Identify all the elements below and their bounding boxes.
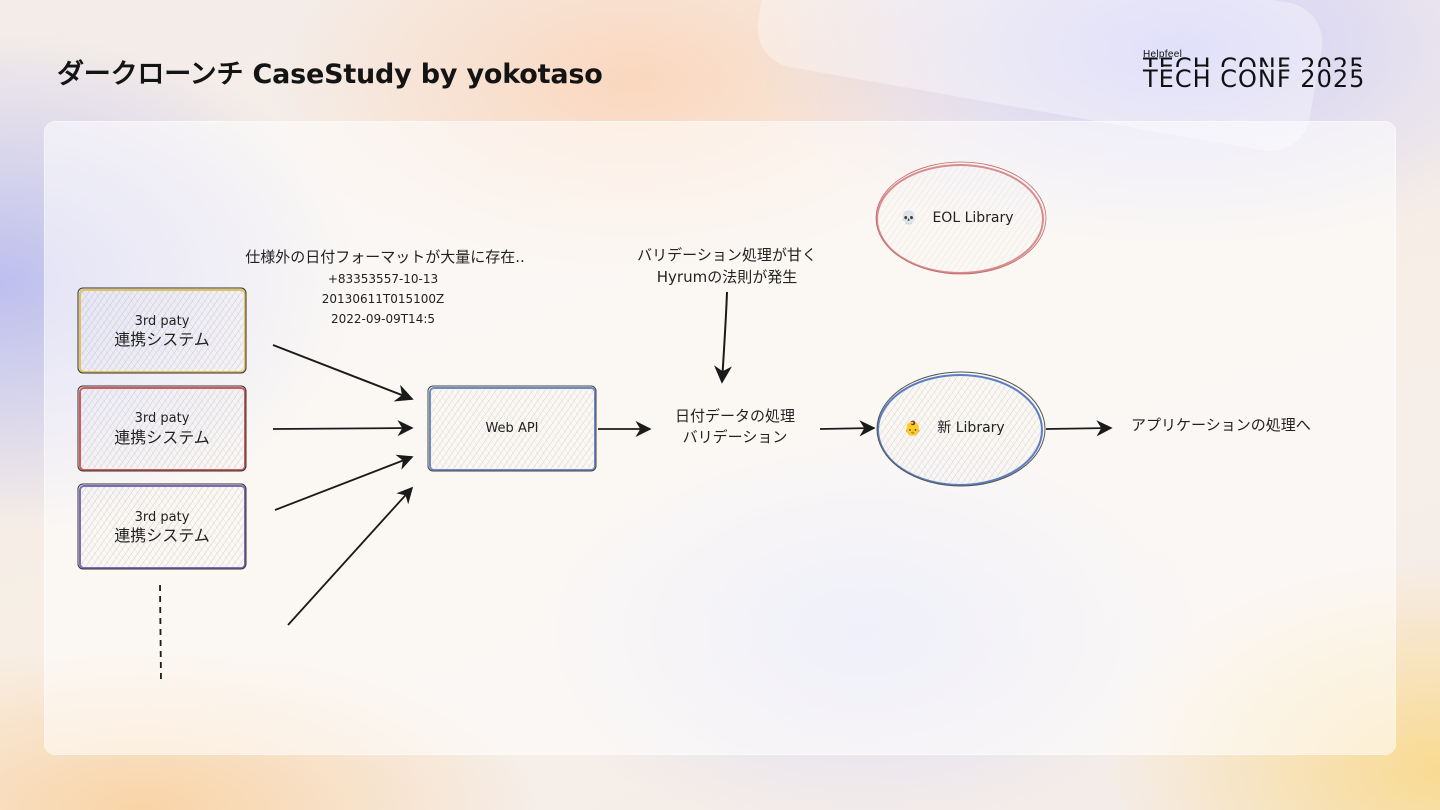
arrow-processing-to-library [819,420,876,437]
hyrum-annotation-line1: バリデーション処理が甘く [637,246,817,264]
new-library-label: 新 Library [937,420,1004,436]
skull-icon: 💀 [901,210,917,226]
eol-library-node: 💀 EOL Library [875,161,1047,275]
arrow-more-to-api [287,486,414,626]
arrow-system-3-to-api [274,454,414,511]
arrow-system-1-to-api [272,344,414,402]
hyrum-annotation-line2: Hyrumの法則が発生 [657,268,797,286]
system-1-line2: 連携システム [114,330,210,349]
more-systems-dashed-line [159,584,162,683]
arrow-library-to-app [1045,420,1113,437]
logo-brand: Helpfeel [1143,49,1183,60]
baby-icon: 👶 [904,420,921,437]
app-processing-label: アプリケーションの処理へ [1131,416,1311,434]
logo-name-echo: TECH CONF 2025 [1143,55,1365,67]
eol-library-label: EOL Library [932,210,1013,226]
date-processing-line2: バリデーション [683,428,788,446]
third-party-system-2: 3rd paty 連携システム [77,385,247,472]
hyrum-arrow [714,291,732,384]
third-party-system-1: 3rd paty 連携システム [77,287,247,374]
format-annotation-heading: 仕様外の日付フォーマットが大量に存在.. [245,248,525,266]
web-api-label: Web API [485,421,538,436]
web-api-box: Web API [427,385,597,472]
slide-title: ダークローンチ CaseStudy by yokotaso [57,59,603,90]
format-example-2: 20130611T015100Z [322,292,444,306]
system-3-line1: 3rd paty [135,510,190,525]
third-party-system-3: 3rd paty 連携システム [77,483,247,570]
logo-name: TECH CONF 2025 [1143,65,1366,93]
arrow-system-2-to-api [272,420,414,437]
tech-conf-logo: Helpfeel TECH CONF 2025 TECH CONF 2025 [1143,49,1388,95]
system-3-line2: 連携システム [114,526,210,545]
system-2-line2: 連携システム [114,428,210,447]
diagram-card [45,122,1395,754]
format-example-1: +83353557-10-13 [328,272,438,286]
format-example-3: 2022-09-09T14:5 [331,312,435,326]
date-processing-line1: 日付データの処理 [675,407,795,425]
new-library-node: 👶 新 Library [876,371,1046,487]
system-2-line1: 3rd paty [135,411,190,426]
system-1-line1: 3rd paty [135,314,190,329]
